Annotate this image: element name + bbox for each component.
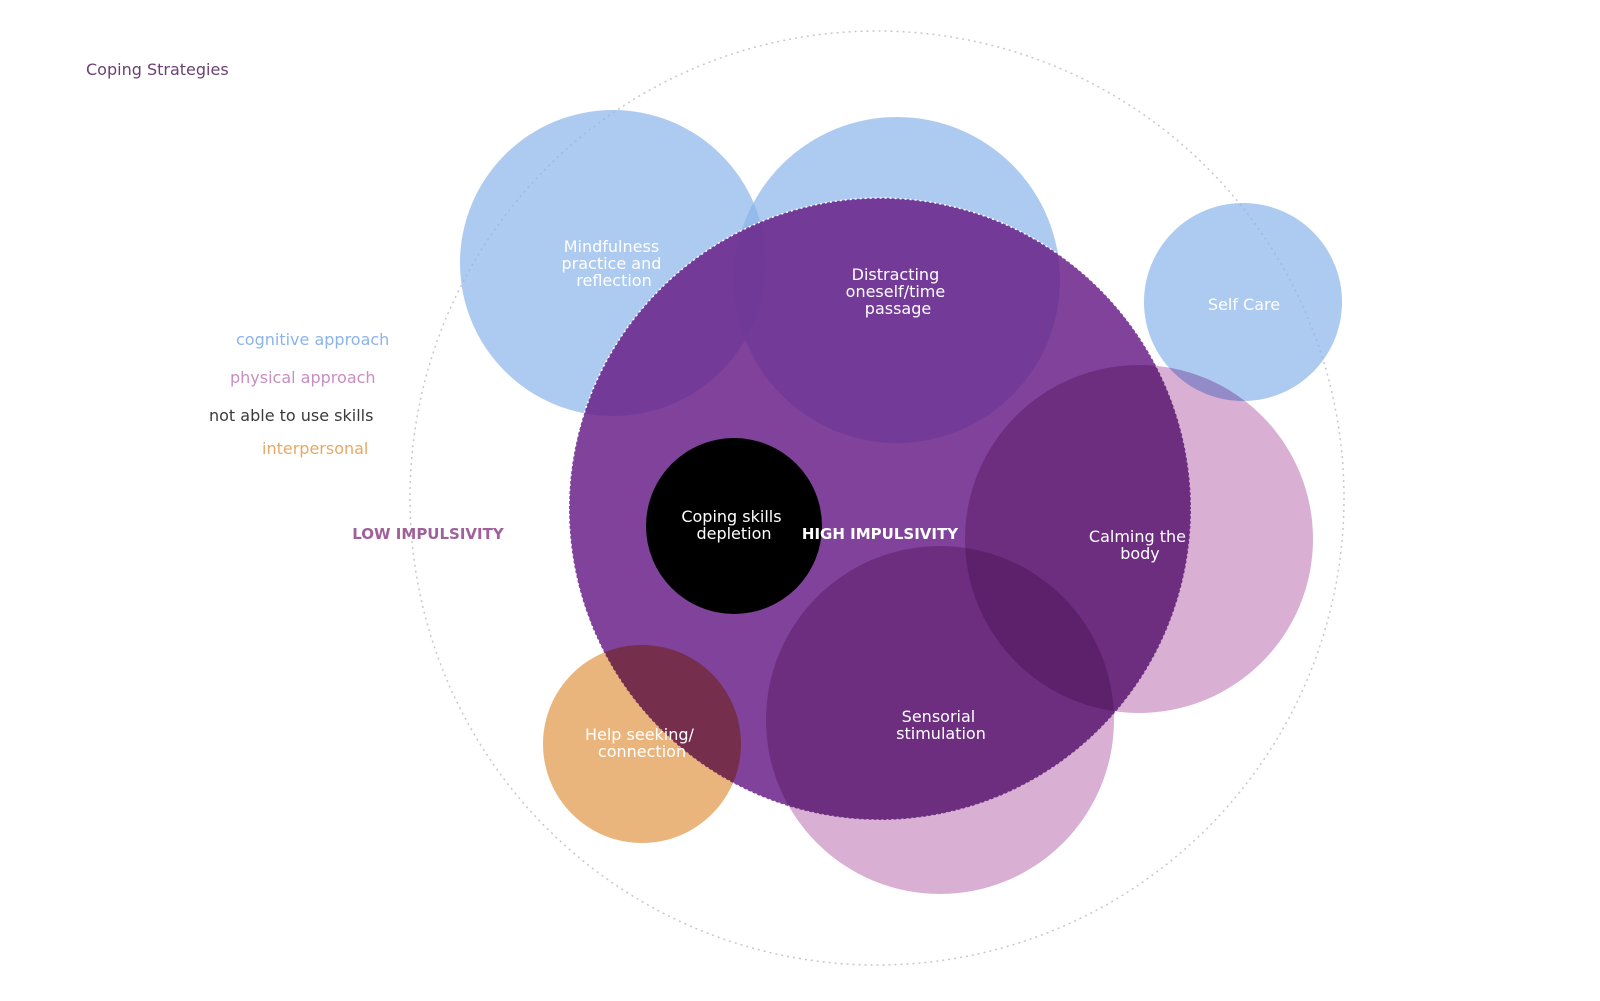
depletion-circle xyxy=(646,438,822,614)
sensorial-circle xyxy=(766,546,1114,894)
help-seeking-label: Help seeking/ connection xyxy=(585,725,699,761)
self-care-label: Self Care xyxy=(1208,295,1280,314)
distracting-label: Distracting oneself/time passage xyxy=(846,265,951,318)
low-impulsivity-label: LOW IMPULSIVITY xyxy=(352,525,505,543)
self-care-circle xyxy=(1144,203,1342,401)
legend-cognitive: cognitive approach xyxy=(236,330,390,349)
depletion-label: Coping skills depletion xyxy=(681,507,786,543)
outer-boundary xyxy=(409,30,1345,966)
legend-not-able: not able to use skills xyxy=(209,406,374,425)
page-title: Coping Strategies xyxy=(86,60,229,79)
legend-interpersonal: interpersonal xyxy=(262,439,369,458)
sensorial-label: Sensorial stimulation xyxy=(896,707,986,743)
mindfulness-label: Mindfulness practice and reflection xyxy=(562,237,667,290)
legend-physical: physical approach xyxy=(230,368,376,387)
help-seeking-circle xyxy=(543,645,741,843)
calming-label: Calming the body xyxy=(1089,527,1191,563)
high-impulsivity-label: HIGH IMPULSIVITY xyxy=(802,525,959,543)
